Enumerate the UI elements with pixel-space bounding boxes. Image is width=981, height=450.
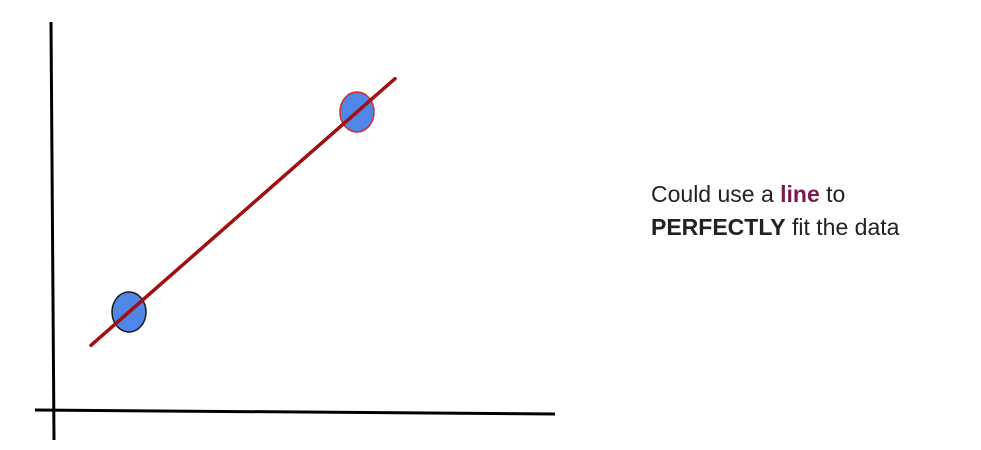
y-axis xyxy=(49,21,56,441)
caption-emphasis-perfectly: PERFECTLY xyxy=(651,214,786,240)
fit-line xyxy=(89,76,397,348)
line-fit-diagram xyxy=(34,21,556,441)
caption-text: fit the data xyxy=(785,214,900,240)
caption-text: to xyxy=(819,181,846,207)
caption-text: Could use a xyxy=(651,181,781,207)
caption-highlight-line: line xyxy=(780,181,820,207)
x-axis xyxy=(34,408,556,416)
caption-line-2: PERFECTLY fit the data xyxy=(651,211,971,244)
caption-line-1: Could use a line to xyxy=(651,178,971,211)
caption: Could use a line to PERFECTLY fit the da… xyxy=(651,178,971,244)
